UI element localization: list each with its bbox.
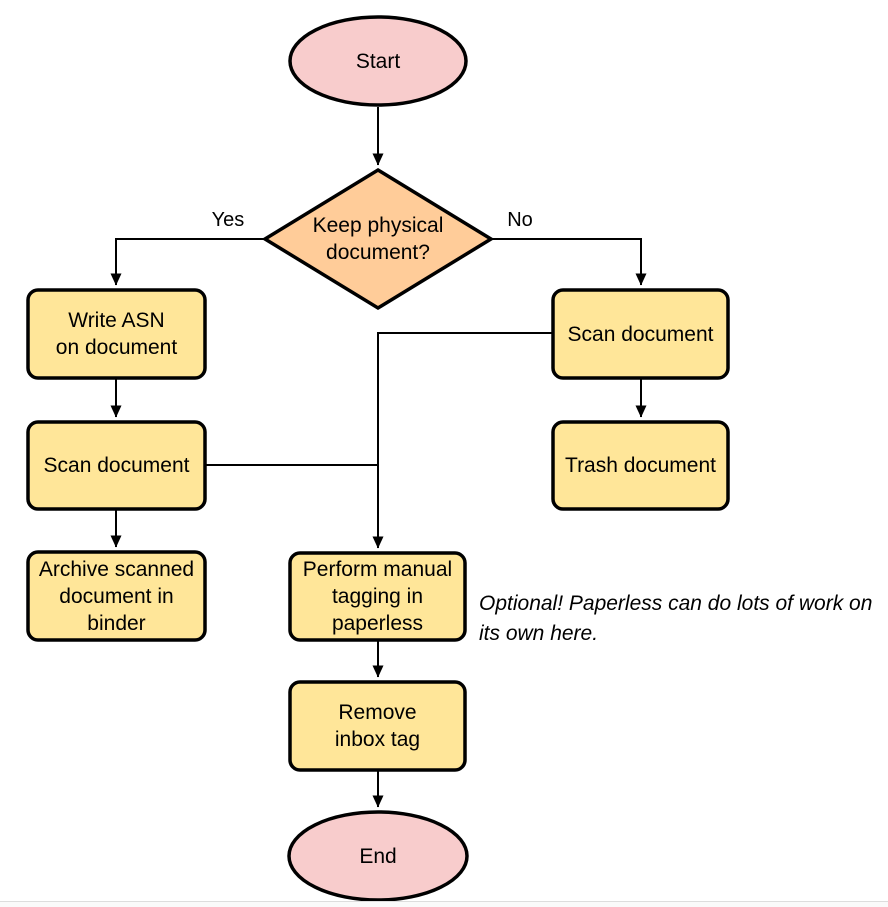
node-remove-inbox-shape	[288, 680, 467, 772]
edge-decision-no-to-scan-right	[490, 238, 647, 286]
edge-yes-label: Yes	[211, 209, 245, 231]
page-bottom-divider	[0, 901, 888, 907]
edge-decision-yes-to-write-asn	[110, 238, 266, 286]
node-tagging-shape	[288, 551, 467, 642]
node-scan-right-shape	[551, 288, 730, 380]
node-end-shape	[287, 810, 469, 902]
node-write-asn-shape	[26, 288, 207, 380]
node-scan-left-shape	[26, 420, 207, 511]
node-decision-shape	[261, 167, 495, 311]
node-trash-shape	[551, 420, 730, 511]
edge-scan-right-to-tagging	[372, 332, 553, 549]
optional-note: Optional! Paperless can do lots of work …	[479, 592, 873, 645]
node-archive-shape	[26, 550, 207, 642]
node-start-shape	[288, 15, 468, 107]
edge-no-label: No	[507, 209, 533, 231]
